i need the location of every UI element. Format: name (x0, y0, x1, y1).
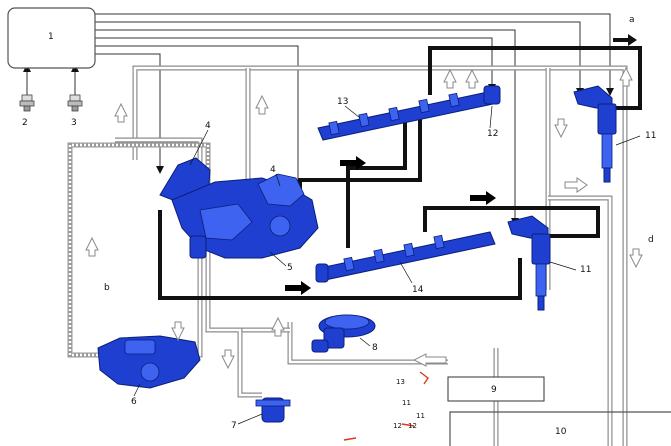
injector-11-bottom (507, 215, 551, 311)
flow-d-label: d (648, 235, 654, 245)
sensor-3-label: 3 (71, 118, 77, 128)
fragment-12b: 12 (408, 422, 417, 430)
supply-pump-6 (97, 335, 201, 389)
tank-outline (449, 411, 671, 446)
flow-a-label: a (629, 15, 635, 25)
fragment-11b: 11 (416, 412, 425, 420)
sensor-2-label: 2 (22, 118, 28, 128)
pressure-valve-label: 8 (372, 343, 378, 353)
injector-11-top (573, 85, 617, 183)
ecu-box (7, 7, 96, 69)
tank-label: 10 (555, 427, 567, 437)
high-pressure-lines (158, 46, 642, 300)
pump-assembly (159, 157, 319, 259)
injector-bottom-label: 11 (580, 265, 591, 275)
pressure-sensor-label: 12 (487, 129, 498, 139)
pump-top-right-label: 4 (270, 165, 276, 175)
pump-top-left-label: 4 (205, 121, 211, 131)
fragment-12a: 12 (393, 422, 402, 430)
legend-fragments (343, 371, 429, 441)
outline-flow-arrows (85, 66, 643, 370)
black-flow-arrows (285, 156, 496, 295)
sensor-2 (19, 94, 35, 112)
flow-b-label: b (104, 283, 110, 293)
rail-13 (317, 85, 501, 141)
signal-wires (23, 13, 614, 226)
filter-7 (255, 397, 291, 423)
tank-box-label: 9 (491, 385, 497, 395)
filter-label: 7 (231, 421, 237, 431)
rail-14 (315, 231, 496, 283)
rail-14-label: 14 (412, 285, 424, 295)
flow-a-arrow (613, 34, 637, 46)
fragment-11a: 11 (402, 399, 411, 407)
supply-pump-label: 6 (131, 397, 137, 407)
tank-box-9 (447, 376, 545, 402)
return-lines (115, 65, 628, 446)
pressure-valve-8 (311, 314, 376, 353)
injector-top-label: 11 (645, 131, 656, 141)
rail-13-label: 13 (337, 97, 348, 107)
pump-body-label: 5 (287, 263, 293, 273)
fragment-13: 13 (396, 378, 405, 386)
supply-loop (67, 142, 211, 358)
sensor-3 (67, 94, 83, 112)
ecu-label: 1 (48, 32, 54, 42)
